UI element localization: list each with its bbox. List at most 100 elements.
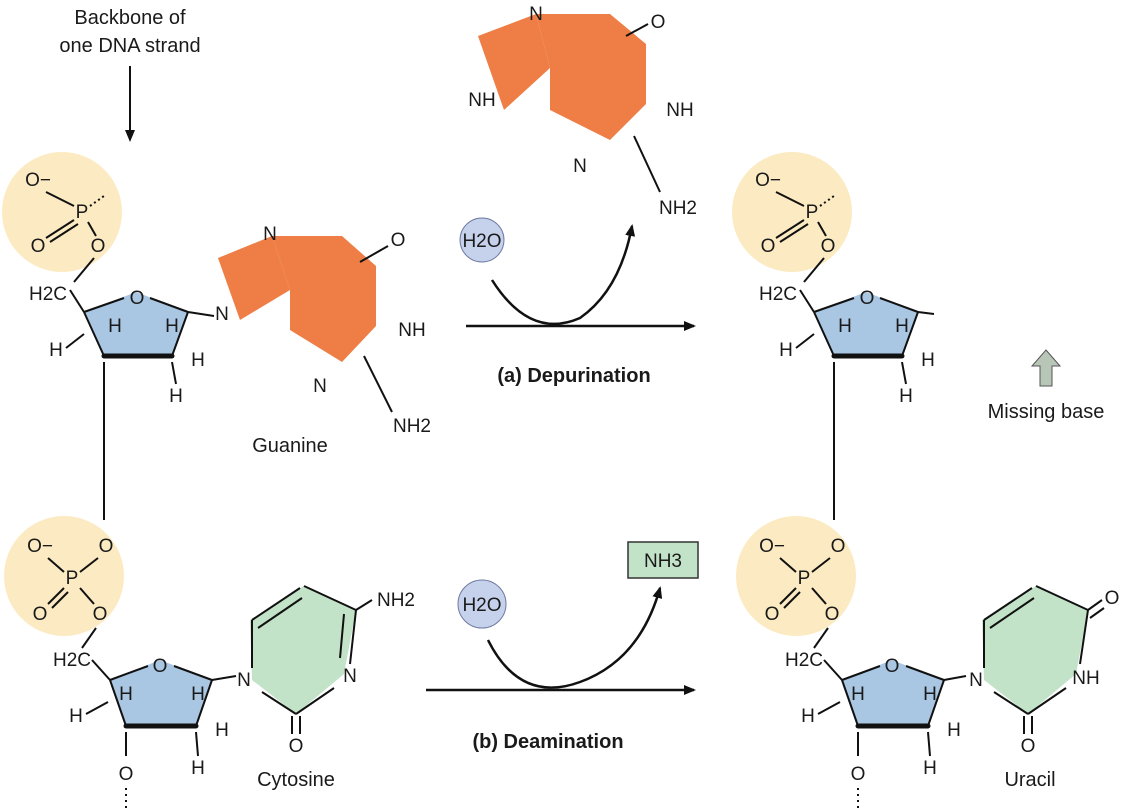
atom-h2c: H2C <box>785 650 823 671</box>
atom-o: O <box>851 764 866 785</box>
atom-o-minus: O− <box>759 536 785 557</box>
depurination-curved-arrow <box>490 224 636 326</box>
atom-o: O <box>761 236 776 257</box>
atom-o: O <box>831 536 846 557</box>
atom-n: N <box>529 4 543 25</box>
atom-o-minus: O− <box>27 536 53 557</box>
deamination-curved-arrow <box>486 586 663 689</box>
uracil-label: Uracil <box>1004 769 1055 791</box>
cytosine-label: Cytosine <box>257 769 335 791</box>
atom-h: H <box>165 316 179 337</box>
ammonia-label: NH3 <box>644 551 682 572</box>
depurination-reaction: H2O (a) Depurination N NH NH N O NH2 <box>459 4 697 387</box>
atom-nh2: NH2 <box>377 590 415 611</box>
water-bubble <box>457 579 507 629</box>
right-top-nucleotide: O− P O O H2C O H H H H H Missing base <box>732 152 1104 423</box>
atom-nh: NH <box>1072 668 1099 689</box>
atom-h: H <box>851 684 865 705</box>
atom-nh: NH <box>666 100 693 121</box>
guanine-label: Guanine <box>252 435 328 457</box>
atom-o-minus: O− <box>755 170 781 191</box>
atom-o: O <box>130 288 145 309</box>
atom-n: N <box>343 666 357 687</box>
atom-o: O <box>765 604 780 625</box>
phosphate-group-highlight <box>2 152 122 272</box>
atom-n: N <box>573 156 587 177</box>
guanine-pyrimidine-ring <box>272 236 376 362</box>
atom-nh2: NH2 <box>393 416 431 437</box>
missing-base-up-arrow-icon <box>1030 349 1062 387</box>
atom-p: P <box>806 202 819 223</box>
atom-n: N <box>969 670 983 691</box>
water-label: H2O <box>462 231 501 252</box>
atom-nh: NH <box>468 90 495 111</box>
deamination-reaction: H2O NH3 (b) Deamination <box>426 541 699 753</box>
atom-o: O <box>821 236 836 257</box>
atom-o: O <box>33 604 48 625</box>
uracil-ring <box>982 586 1088 714</box>
atom-h: H <box>169 386 183 407</box>
backbone-label-line2: one DNA strand <box>59 35 200 57</box>
guanine-imidazole-ring <box>218 236 290 320</box>
atom-o: O <box>391 230 406 251</box>
atom-p: P <box>66 568 79 589</box>
water-bubble <box>459 217 505 263</box>
atom-o: O <box>651 12 666 33</box>
atom-o-minus: O− <box>25 170 51 191</box>
atom-o: O <box>860 288 875 309</box>
right-bottom-nucleotide: O− O P O O H2C O H H H H H O <box>736 516 1119 810</box>
cytosine-ring <box>250 586 356 714</box>
atom-h: H <box>923 684 937 705</box>
atom-h: H <box>921 350 935 371</box>
atom-p: P <box>76 202 89 223</box>
atom-n: N <box>237 670 251 691</box>
atom-h2c: H2C <box>29 284 67 305</box>
atom-h: H <box>947 720 961 741</box>
deoxyribose-ring <box>110 660 212 726</box>
depurination-label: (a) Depurination <box>497 365 650 387</box>
atom-h: H <box>69 706 83 727</box>
atom-h: H <box>895 316 909 337</box>
atom-o: O <box>885 656 900 677</box>
atom-o: O <box>93 604 108 625</box>
deamination-label: (b) Deamination <box>472 731 623 753</box>
atom-h2c: H2C <box>53 650 91 671</box>
ammonia-box <box>627 541 699 579</box>
atom-o: O <box>825 604 840 625</box>
atom-o: O <box>119 764 134 785</box>
atom-h2c: H2C <box>759 284 797 305</box>
atom-h: H <box>49 340 63 361</box>
atom-h: H <box>779 340 793 361</box>
missing-base-label: Missing base <box>988 401 1105 423</box>
atom-o: O <box>99 536 114 557</box>
atom-h: H <box>899 386 913 407</box>
phosphate-group-highlight <box>736 516 856 636</box>
atom-nh: NH <box>398 320 425 341</box>
atom-h: H <box>191 350 205 371</box>
atom-h: H <box>119 684 133 705</box>
phosphate-group-highlight <box>732 152 852 272</box>
atom-o: O <box>153 656 168 677</box>
atom-h: H <box>838 316 852 337</box>
atom-h: H <box>801 706 815 727</box>
left-top-nucleotide: O− P O O H2C O H H H H H N N NH N O NH2 <box>2 152 431 457</box>
atom-o: O <box>31 236 46 257</box>
atom-o: O <box>1021 736 1036 757</box>
atom-h: H <box>108 316 122 337</box>
deoxyribose-ring <box>842 660 944 726</box>
left-bottom-nucleotide: O− O P O O H2C O H H H H H O <box>4 516 415 810</box>
released-guanine-imidazole <box>478 14 550 110</box>
atom-n: N <box>313 376 327 397</box>
atom-h: H <box>191 684 205 705</box>
released-guanine-pyrimidine <box>536 14 646 140</box>
atom-h: H <box>191 758 205 779</box>
atom-o: O <box>91 236 106 257</box>
phosphate-group-highlight <box>4 516 124 636</box>
deoxyribose-ring <box>84 292 188 356</box>
atom-h: H <box>215 720 229 741</box>
backbone-label-line1: Backbone of <box>74 7 186 29</box>
atom-n: N <box>215 304 229 325</box>
atom-nh2: NH2 <box>659 198 697 219</box>
deoxyribose-ring <box>814 292 918 356</box>
